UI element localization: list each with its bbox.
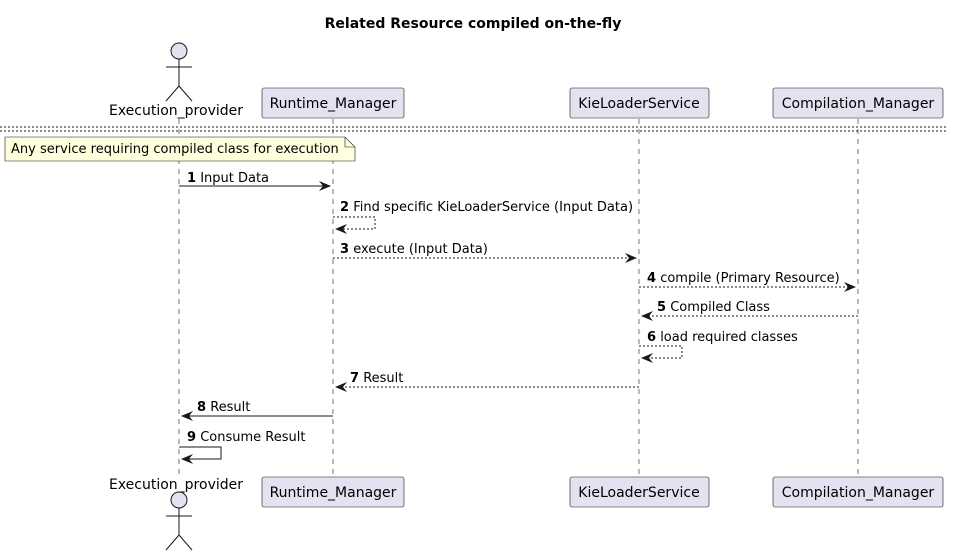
participant-kie-loader-service-top: KieLoaderService bbox=[569, 87, 710, 119]
message-number: 3 bbox=[340, 242, 349, 257]
svg-text:6 load required classes: 6 load required classes bbox=[647, 330, 798, 345]
message-label: Result bbox=[210, 400, 250, 415]
svg-text:5 Compiled Class: 5 Compiled Class bbox=[657, 300, 770, 315]
diagram-title: Related Resource compiled on-the-fly bbox=[325, 16, 622, 32]
message-5: 5 Compiled Class bbox=[641, 300, 858, 321]
message-number: 4 bbox=[647, 271, 656, 286]
message-2: 2 Find specific KieLoaderService (Input … bbox=[333, 200, 633, 234]
message-label: Input Data bbox=[200, 171, 269, 186]
participant-label: KieLoaderService bbox=[578, 96, 699, 112]
svg-text:7 Result: 7 Result bbox=[350, 371, 403, 386]
message-8: 8 Result bbox=[181, 400, 333, 421]
participant-label: Runtime_Manager bbox=[270, 96, 397, 112]
message-number: 5 bbox=[657, 300, 666, 315]
actor-execution-provider-top: Execution_provider bbox=[109, 42, 243, 119]
actor-label: Execution_provider bbox=[109, 477, 243, 493]
lifelines bbox=[178, 119, 859, 478]
message-number: 9 bbox=[187, 430, 196, 445]
participant-runtime-manager-bottom: Runtime_Manager bbox=[261, 476, 405, 508]
message-number: 8 bbox=[197, 400, 206, 415]
participant-label: Compilation_Manager bbox=[782, 96, 935, 112]
actor-head-icon bbox=[170, 491, 188, 509]
svg-text:8 Result: 8 Result bbox=[197, 400, 250, 415]
message-label: Result bbox=[363, 371, 403, 386]
participant-compilation-manager-bottom: Compilation_Manager bbox=[772, 476, 944, 508]
actor-label: Execution_provider bbox=[109, 103, 243, 119]
actor-execution-provider-bottom: Execution_provider bbox=[109, 477, 243, 551]
message-4: 4 compile (Primary Resource) bbox=[639, 271, 856, 292]
message-number: 7 bbox=[350, 371, 359, 386]
message-number: 2 bbox=[340, 200, 349, 215]
message-number: 1 bbox=[187, 171, 196, 186]
svg-text:3 execute (Input Data): 3 execute (Input Data) bbox=[340, 242, 488, 257]
participant-kie-loader-service-bottom: KieLoaderService bbox=[569, 476, 710, 508]
svg-text:9 Consume Result: 9 Consume Result bbox=[187, 430, 305, 445]
message-number: 6 bbox=[647, 330, 656, 345]
svg-text:1 Input Data: 1 Input Data bbox=[187, 171, 269, 186]
message-9: 9 Consume Result bbox=[179, 430, 305, 464]
svg-text:2 Find specific KieLoaderServi: 2 Find specific KieLoaderService (Input … bbox=[340, 200, 633, 215]
separator bbox=[0, 126, 946, 132]
participant-label: Runtime_Manager bbox=[270, 485, 397, 501]
participant-label: KieLoaderService bbox=[578, 485, 699, 501]
message-6: 6 load required classes bbox=[639, 330, 798, 363]
actor-head-icon bbox=[170, 42, 188, 60]
message-label: Consume Result bbox=[200, 430, 305, 445]
message-label: Find specific KieLoaderService (Input Da… bbox=[353, 200, 633, 215]
note-text: Any service requiring compiled class for… bbox=[11, 142, 339, 157]
svg-text:4 compile (Primary Resource): 4 compile (Primary Resource) bbox=[647, 271, 840, 286]
participant-runtime-manager-top: Runtime_Manager bbox=[261, 87, 405, 119]
message-1: 1 Input Data bbox=[179, 171, 331, 191]
message-label: compile (Primary Resource) bbox=[660, 271, 840, 286]
message-label: load required classes bbox=[660, 330, 798, 345]
message-label: execute (Input Data) bbox=[353, 242, 488, 257]
message-3: 3 execute (Input Data) bbox=[333, 242, 637, 263]
participant-label: Compilation_Manager bbox=[782, 485, 935, 501]
note: Any service requiring compiled class for… bbox=[4, 136, 356, 162]
message-7: 7 Result bbox=[335, 371, 639, 392]
participant-compilation-manager-top: Compilation_Manager bbox=[772, 87, 944, 119]
message-label: Compiled Class bbox=[670, 300, 770, 315]
